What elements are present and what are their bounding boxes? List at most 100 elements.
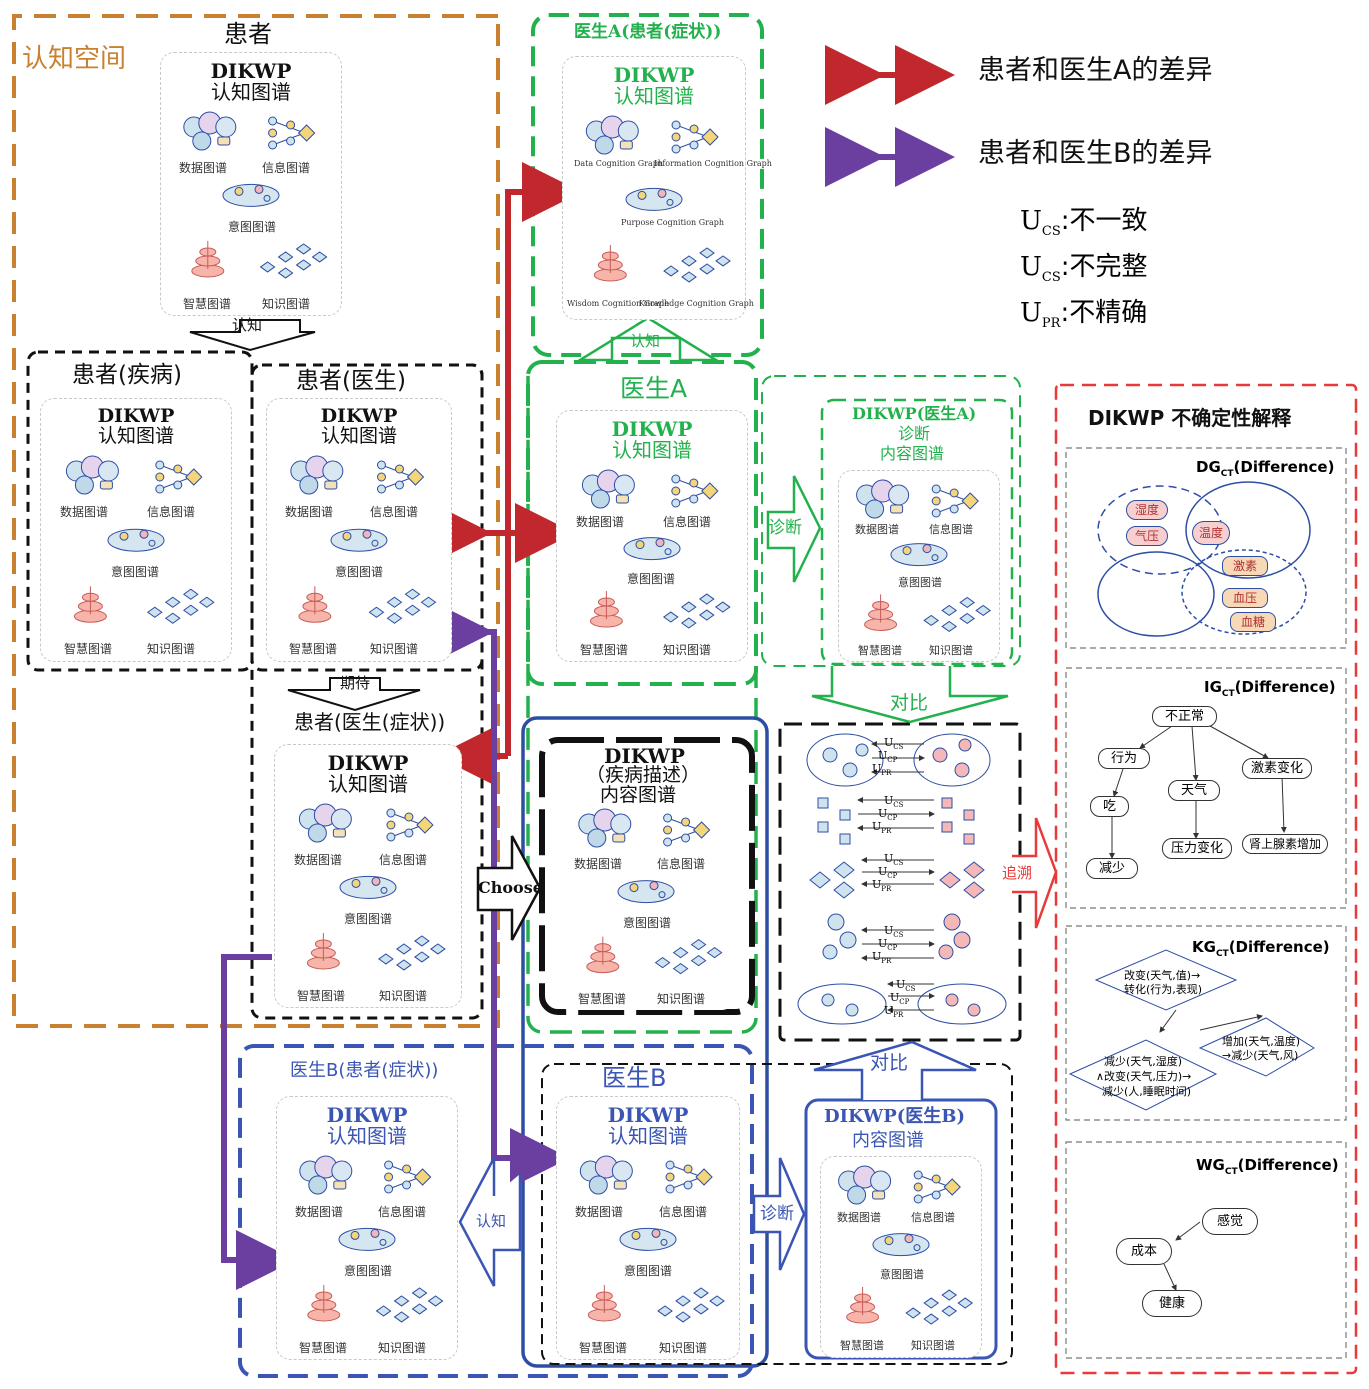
card-label-knowledge: 知识图谱 (659, 1341, 708, 1355)
kg-rule-3b: ∧改变(天气,压力)→ (1096, 1070, 1192, 1083)
card-label-info: 信息图谱 (370, 505, 419, 519)
cognize-a-arrow (575, 316, 721, 362)
data-graph-sketch (585, 115, 639, 155)
expect-arrow (287, 677, 421, 712)
kg-rule-3c: 减少(人,睡眠时间) (1102, 1085, 1192, 1098)
card-label-purpose: 意图图谱 (898, 576, 942, 589)
ig-node-abnormal: 不正常 (1152, 706, 1218, 727)
dg-node-temperature: 温度 (1192, 521, 1231, 545)
wisdom-graph-sketch (846, 1287, 880, 1324)
u-symbol: U (884, 924, 894, 937)
diagnose-b-label: 诊断 (760, 1204, 794, 1224)
ig-node-pressure-change: 压力变化 (1162, 838, 1233, 859)
card-label-data: Data Cognition Graph (574, 159, 664, 168)
compare-label-ucp: UCP (878, 807, 897, 822)
card-label-wisdom: 智慧图谱 (840, 1339, 884, 1352)
cognize-b-label: 认知 (476, 1212, 507, 1230)
card-label-info: 信息图谱 (378, 1205, 427, 1219)
purpose-graph-sketch (222, 183, 280, 207)
ig-label: IG (1204, 678, 1222, 696)
card-title-graph: 认知图谱 (320, 425, 397, 447)
card-label-wisdom: 智慧图谱 (64, 642, 113, 656)
disease-desc-title-mid: （疾病描述） (586, 764, 701, 786)
purpose-graph-sketch (107, 528, 165, 552)
u-symbol: U (872, 762, 882, 775)
info-graph-sketch (663, 813, 711, 847)
card-label-info: 信息图谱 (379, 853, 428, 867)
legend-ucs-inconsistent: UCS:不一致 (1020, 200, 1148, 239)
red-arrow-to-doctor-a-patient (505, 162, 582, 756)
uncertainty-title: DIKWP 不确定性解释 (1088, 406, 1292, 430)
card-graph-icons (65, 455, 215, 624)
data-graph-sketch (581, 469, 635, 509)
compare-label-ucp: UCP (890, 991, 909, 1006)
doctor-b-patient-title: 医生B(患者(症状)) (290, 1060, 439, 1081)
u-symbol: U (878, 807, 888, 820)
u-symbol: U (872, 820, 882, 833)
wg-sub: CT (1224, 1167, 1238, 1177)
wg-node-cost: 成本 (1116, 1238, 1173, 1265)
u-subscript: CS (905, 985, 916, 994)
u-symbol: U (872, 950, 882, 963)
card-label-knowledge: 知识图谱 (378, 1341, 427, 1355)
wg-heading: WGCT(Difference) (1196, 1156, 1339, 1177)
compare-label-upr: UPR (872, 878, 891, 893)
card-label-data: 数据图谱 (294, 853, 343, 867)
legend-upr-imprecise: UPR:不精确 (1020, 292, 1147, 331)
card-graph-icons (298, 803, 446, 971)
card-label-knowledge: 知识图谱 (370, 642, 419, 656)
info-graph-sketch (671, 120, 719, 154)
u-meaning: :不精确 (1060, 298, 1148, 328)
u-subscript: PR (881, 885, 892, 894)
knowledge-graph-sketch (368, 588, 437, 624)
card-label-data: 数据图谱 (295, 1205, 344, 1219)
patient-title: 患者 (224, 20, 272, 48)
card-label-knowledge: 知识图谱 (911, 1339, 955, 1352)
card-graph-icons (581, 469, 731, 629)
info-graph-sketch (913, 1170, 961, 1204)
card-graph-icons (585, 115, 731, 283)
compare-label-upr: UPR (872, 762, 891, 777)
u-subscript: PR (881, 827, 892, 836)
ig-heading: IGCT(Difference) (1204, 678, 1336, 699)
doctor-a-diagnosis-frame (761, 375, 1021, 667)
u-symbol: U (872, 878, 882, 891)
purple-arrow-to-doctor-b-patient (221, 954, 296, 1290)
kg-rule-2b: →减少(天气,风) (1222, 1049, 1299, 1062)
compare-label-upr: UPR (872, 950, 891, 965)
u-symbol: U (878, 749, 888, 762)
u-symbol: U (884, 794, 894, 807)
diag-b-title-bot: 内容图谱 (852, 1130, 924, 1151)
card-label-wisdom: Wisdom Cognition Graph (567, 299, 670, 308)
purpose-graph-sketch (339, 875, 397, 899)
u-subscript: CS (1041, 270, 1061, 286)
card-graph-icons (578, 808, 723, 975)
patient-doctor-symptom-title: 患者(医生(症状)) (294, 710, 446, 734)
ig-frame (1065, 667, 1347, 909)
kg-heading: KGCT(Difference) (1192, 938, 1330, 959)
ig-suffix: (Difference) (1234, 678, 1336, 696)
ig-node-hormone-change: 激素变化 (1242, 758, 1313, 779)
card-label-data: 数据图谱 (285, 505, 334, 519)
purpose-graph-sketch (623, 537, 681, 561)
card-label-purpose: 意图图谱 (880, 1268, 924, 1281)
patient-doctor-title: 患者(医生) (296, 368, 406, 394)
ig-node-eat: 吃 (1090, 796, 1130, 817)
diag-a-title-mid: 诊断 (898, 424, 931, 443)
u-symbol: U (878, 937, 888, 950)
info-graph-sketch (376, 460, 425, 494)
card-label-data: 数据图谱 (575, 1205, 624, 1219)
card-label-wisdom: 智慧图谱 (183, 297, 232, 311)
card-label-info: 信息图谱 (659, 1205, 708, 1219)
disease-desc-title-bot: 内容图谱 (600, 784, 677, 806)
dg-label: DG (1196, 458, 1221, 476)
u-symbol: U (884, 1004, 894, 1017)
card-label-wisdom: 智慧图谱 (299, 1341, 348, 1355)
trace-label: 追溯 (1002, 864, 1033, 882)
info-graph-sketch (384, 1160, 432, 1194)
u-subscript: CP (887, 814, 898, 823)
u-subscript: CS (893, 859, 904, 868)
data-graph-sketch (578, 808, 632, 848)
